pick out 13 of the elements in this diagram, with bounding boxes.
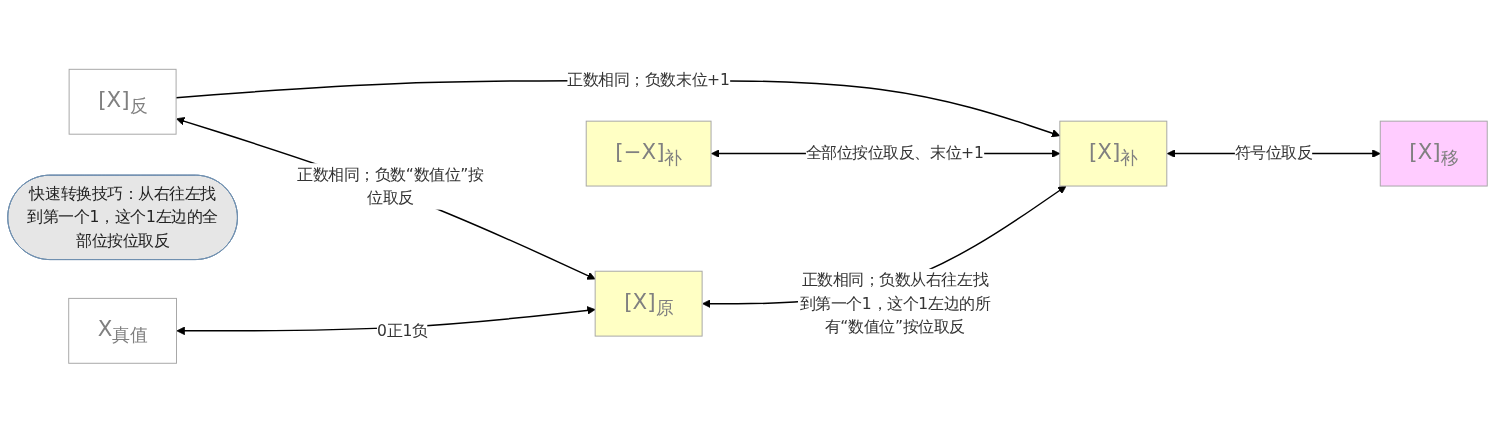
edge-label: 正数相同；负数从右往左找到第一个1，这个1左边的所有“数值位”按位取反 [799,270,991,336]
node-box: [X]$_{补}$ [1059,120,1168,187]
edge-label: 正数相同；负数“数值位”按位取反 [296,165,484,207]
edge-label: 全部位按位取反、末位+1 [805,143,984,163]
node-box: [−X]$_{补}$ [585,120,712,187]
node-box: [X]$_{移}$ [1379,120,1488,187]
edge-label: 符号位取反 [1234,143,1313,163]
arrow [176,117,596,280]
node-box: [X]$_{原}$ [594,270,703,337]
edge-label: 正数相同；负数末位+1 [567,70,730,90]
node-box: X$_{真值}$ [68,297,177,364]
edge-label: 0正1负 [376,321,428,340]
node-box: [X]$_{反}$ [68,68,177,135]
